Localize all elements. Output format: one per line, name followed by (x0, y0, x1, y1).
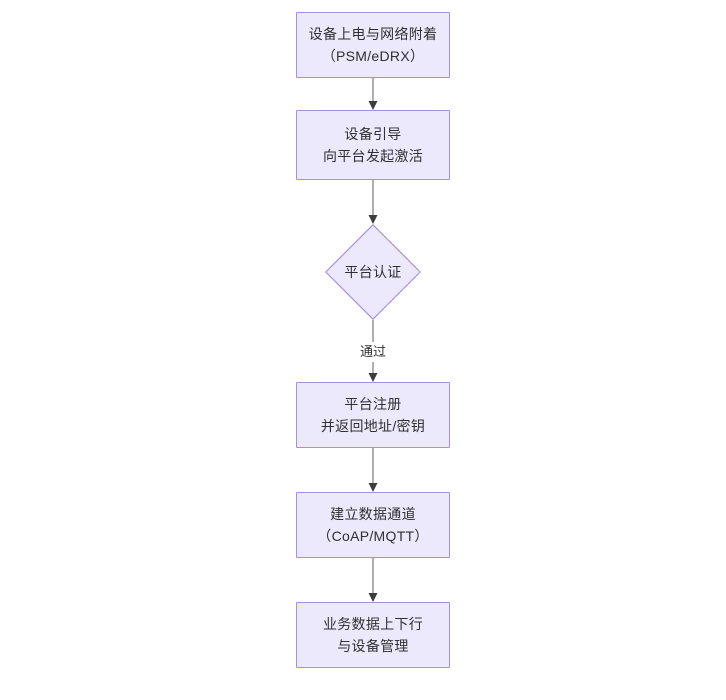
flow-node-text-line: （PSM/eDRX） (321, 48, 425, 64)
flow-node-label: 建立数据通道 （CoAP/MQTT） (317, 503, 428, 547)
flow-node-n1[interactable]: 设备上电与网络附着 （PSM/eDRX） (296, 12, 450, 78)
flow-node-text-line: 建立数据通道 (330, 506, 416, 522)
flow-node-text-line: 平台认证 (344, 264, 402, 280)
flow-node-text-line: 设备上电与网络附着 (308, 26, 438, 42)
flow-node-n5[interactable]: 建立数据通道 （CoAP/MQTT） (296, 492, 450, 558)
flow-node-n4[interactable]: 平台注册并返回地址/密钥 (296, 382, 450, 448)
edge-label-e3: 通过 (356, 342, 390, 362)
arrowhead-icon (368, 373, 378, 382)
flow-node-label: 设备上电与网络附着 （PSM/eDRX） (309, 23, 438, 67)
flow-node-text-line: 业务数据上下行 (322, 616, 424, 632)
flow-node-n3[interactable]: 平台认证 (325, 224, 421, 320)
flow-node-text-line: 平台注册 (344, 396, 402, 412)
diamond-shape (325, 224, 421, 320)
flow-node-n6[interactable]: 业务数据上下行与设备管理 (296, 602, 450, 668)
flow-node-label: 设备引导向平台发起激活 (323, 123, 423, 167)
flow-node-label: 平台注册并返回地址/密钥 (321, 393, 425, 437)
arrowhead-icon (368, 593, 378, 602)
flow-node-text-line: 与设备管理 (337, 638, 409, 654)
flow-node-label: 平台认证 (344, 261, 401, 283)
flow-node-label: 业务数据上下行与设备管理 (323, 613, 423, 657)
flow-node-text-line: 并返回地址/密钥 (320, 418, 426, 434)
arrowhead-icon (368, 101, 378, 110)
arrowhead-icon (368, 215, 378, 224)
flow-node-text-line: 向平台发起激活 (322, 148, 424, 164)
flow-node-text-line: 设备引导 (344, 126, 402, 142)
flow-node-text-line: （CoAP/MQTT） (317, 528, 429, 544)
flow-node-n2[interactable]: 设备引导向平台发起激活 (296, 110, 450, 180)
arrowhead-icon (368, 483, 378, 492)
